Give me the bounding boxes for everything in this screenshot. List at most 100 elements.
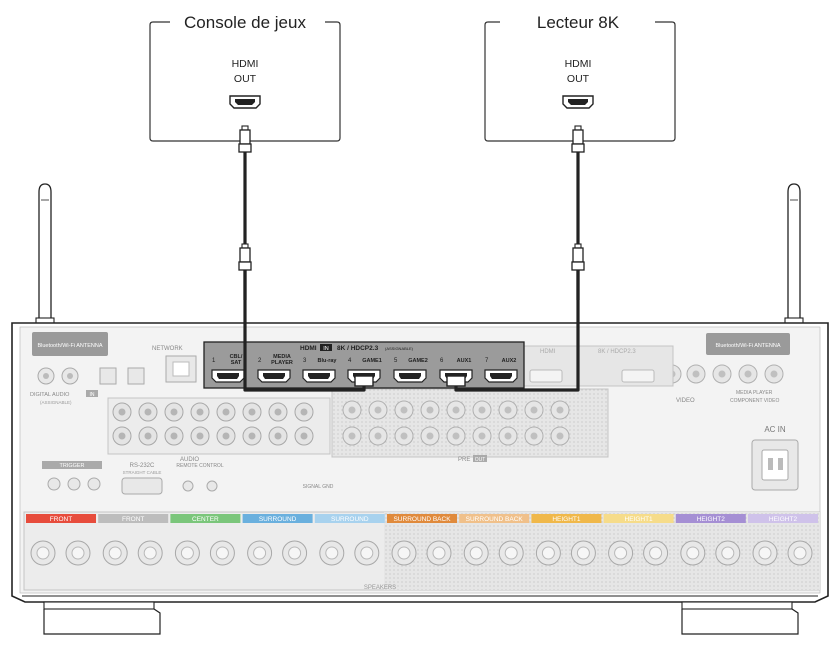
- port-label: OUT: [567, 73, 590, 85]
- foot-left: [43, 601, 155, 610]
- svg-text:TRIGGER: TRIGGER: [59, 463, 84, 469]
- preout-jack-center: [374, 406, 382, 414]
- antenna-left-label: Bluetooth/Wi-Fi ANTENNA: [37, 343, 102, 349]
- rca-jack-center: [170, 432, 178, 440]
- rca-jack-center: [274, 432, 282, 440]
- antenna-right-label: Bluetooth/Wi-Fi ANTENNA: [715, 343, 780, 349]
- pre-out-section: PRE OUT: [331, 388, 609, 463]
- preout-jack-center: [478, 432, 486, 440]
- speaker-group: SURROUND BACK: [387, 514, 457, 566]
- video-jack-center: [744, 370, 752, 378]
- speaker-group-label: HEIGHT2: [697, 516, 726, 523]
- speaker-binding-post-inner: [469, 546, 483, 560]
- speaker-group: SURROUND: [314, 514, 385, 566]
- speaker-group-header: [26, 514, 96, 523]
- hdmi-cable-route: [243, 270, 366, 392]
- foot-right-base: [681, 608, 799, 635]
- svg-text:IN: IN: [90, 392, 95, 398]
- speaker-group: CENTER: [170, 514, 241, 566]
- speaker-group-header: [748, 514, 818, 523]
- rca-jack-center: [222, 408, 230, 416]
- hdmi-plug-icon: [238, 125, 252, 153]
- speaker-binding-post-inner: [143, 546, 157, 560]
- hdmi-cable-route: [454, 270, 580, 392]
- rca-jack-center: [300, 432, 308, 440]
- rca-jack-center: [222, 432, 230, 440]
- speaker-binding-post-inner: [180, 546, 194, 560]
- speaker-group-label: FRONT: [50, 516, 72, 523]
- svg-text:STRAIGHT CABLE: STRAIGHT CABLE: [123, 470, 162, 475]
- speaker-group: SURROUND: [242, 514, 313, 566]
- preout-jack-center: [348, 406, 356, 414]
- speaker-binding-post-inner: [36, 546, 50, 560]
- hdmi-plug-icon: [571, 243, 585, 271]
- svg-text:HDMI: HDMI: [540, 349, 556, 355]
- speaker-group-label: SURROUND BACK: [466, 516, 524, 523]
- speaker-binding-post-inner: [686, 546, 700, 560]
- speaker-binding-post-inner: [793, 546, 807, 560]
- speaker-binding-post-inner: [325, 546, 339, 560]
- speaker-binding-post-inner: [758, 546, 772, 560]
- ac-inlet: AC IN: [751, 425, 799, 491]
- svg-text:8K / HDCP2.3: 8K / HDCP2.3: [598, 349, 636, 355]
- speaker-group-label: FRONT: [122, 516, 144, 523]
- hdmi-port-slot: [217, 373, 239, 379]
- device-8k-player: Lecteur 8K HDMI OUT: [484, 13, 676, 142]
- hdmi-input-number: 6: [440, 358, 444, 364]
- rca-jack-center: [118, 432, 126, 440]
- svg-text:RS-232C: RS-232C: [130, 463, 155, 469]
- rca-jack-center: [196, 432, 204, 440]
- speaker-binding-post-inner: [721, 546, 735, 560]
- preout-jack-center: [452, 432, 460, 440]
- speaker-binding-post-inner: [253, 546, 267, 560]
- device-game-console: Console de jeux HDMI OUT: [149, 13, 341, 142]
- device-title: Lecteur 8K: [537, 13, 620, 32]
- hdmi-port-slot: [263, 373, 285, 379]
- preout-jack-center: [556, 432, 564, 440]
- digital-audio-section: DIGITAL AUDIO IN (ASSIGNABLE): [30, 367, 145, 405]
- speaker-group-label: SURROUND: [331, 516, 369, 523]
- preout-jack-center: [478, 406, 486, 414]
- speaker-group: SURROUND BACK: [459, 514, 530, 566]
- hdmi-input-number: 3: [303, 358, 307, 364]
- speaker-group-header: [242, 514, 313, 523]
- hdmi-cables: [238, 125, 585, 392]
- speaker-binding-post-inner: [504, 546, 518, 560]
- speaker-group-header: [387, 514, 457, 523]
- hdmi-out-section: HDMI 8K / HDCP2.3: [522, 345, 674, 387]
- rca-jack-center: [248, 408, 256, 416]
- preout-jack-center: [504, 406, 512, 414]
- control-section: TRIGGER RS-232C STRAIGHT CABLE REMOTE CO…: [42, 461, 334, 495]
- speaker-binding-post-inner: [576, 546, 590, 560]
- rca-jack-center: [196, 408, 204, 416]
- svg-text:REMOTE CONTROL: REMOTE CONTROL: [176, 463, 223, 469]
- hdmi-input-label: Blu-ray: [318, 358, 338, 364]
- preout-jack-center: [504, 432, 512, 440]
- hdmi-input-label: PLAYER: [271, 360, 293, 366]
- speaker-group: FRONT: [98, 514, 169, 566]
- speaker-binding-post-inner: [541, 546, 555, 560]
- rca-jack-center: [144, 408, 152, 416]
- speaker-binding-post-inner: [215, 546, 229, 560]
- rca-jack-center: [248, 432, 256, 440]
- preout-jack-center: [426, 432, 434, 440]
- preout-jack-center: [400, 432, 408, 440]
- hdmi-input-label: SAT: [231, 360, 242, 366]
- speaker-group: HEIGHT1: [531, 514, 602, 566]
- svg-text:COMPONENT VIDEO: COMPONENT VIDEO: [730, 398, 779, 404]
- hdmi-input-number: 1: [212, 358, 216, 364]
- video-jack-center: [718, 370, 726, 378]
- svg-text:8K / HDCP2.3: 8K / HDCP2.3: [337, 345, 379, 352]
- speaker-binding-post-inner: [397, 546, 411, 560]
- svg-text:IN: IN: [323, 346, 329, 352]
- speaker-group-header: [459, 514, 530, 523]
- preout-jack-center: [374, 432, 382, 440]
- speaker-group: HEIGHT2: [748, 514, 818, 566]
- svg-text:MEDIA PLAYER: MEDIA PLAYER: [736, 390, 773, 396]
- svg-text:PRE: PRE: [458, 457, 470, 463]
- hdmi-out-port-icon: [562, 95, 594, 109]
- speaker-group-label: HEIGHT1: [625, 516, 654, 523]
